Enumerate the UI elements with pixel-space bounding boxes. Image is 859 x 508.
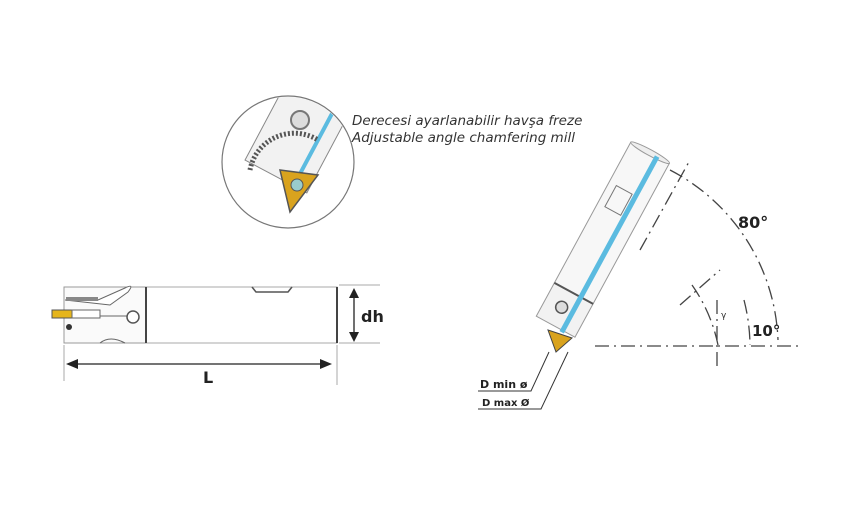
angle-max-label: 80° [738, 213, 768, 232]
d-max-label: D max Ø [482, 397, 530, 409]
angled-tool [535, 141, 671, 338]
detail-callout [221, 95, 355, 229]
angle-min-label: 10° [752, 322, 780, 340]
dh-label: dh [361, 307, 384, 326]
length-label: L [203, 368, 213, 387]
gamma-label: γ [721, 311, 727, 321]
angled-insert-icon [547, 329, 573, 353]
caption-english: Adjustable angle chamfering mill [351, 130, 575, 146]
side-view-tool [51, 285, 338, 344]
caption-turkish: Derecesi ayarlanabilir havşa freze [352, 113, 582, 129]
angle-construction [595, 159, 800, 370]
d-min-label: D min ø [480, 378, 528, 391]
